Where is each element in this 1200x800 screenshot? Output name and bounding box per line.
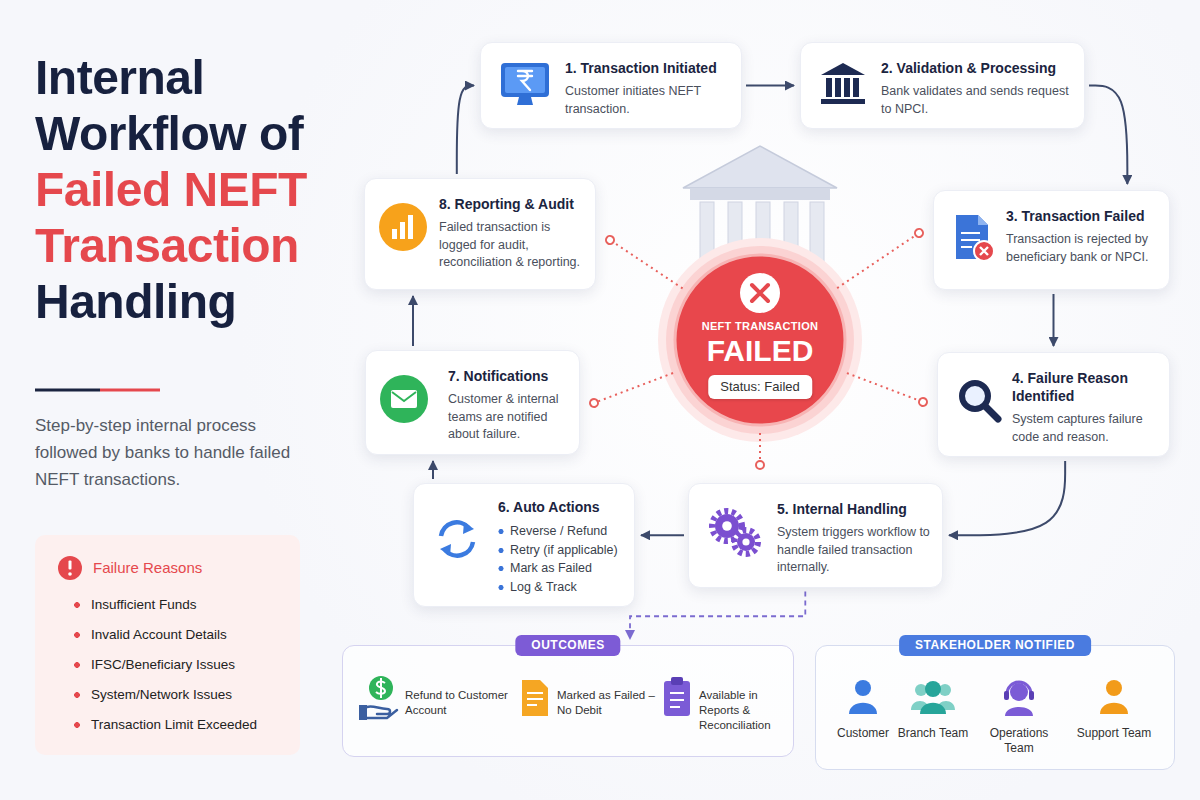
- alert-icon: [57, 555, 83, 581]
- monitor-icon: [499, 61, 551, 107]
- flow-arrow: [1053, 294, 1055, 346]
- box-heading: 3. Transaction Failed: [1006, 207, 1157, 225]
- box-heading: 4. Failure Reason Identified: [1012, 369, 1157, 405]
- action-item: Retry (if applicable): [498, 541, 624, 560]
- person-icon: [841, 676, 885, 718]
- box-body: Customer initiates NEFT transaction.: [565, 83, 731, 118]
- process-box: 4. Failure Reason IdentifiedSystem captu…: [937, 352, 1170, 457]
- magnifier-icon: [956, 377, 1004, 425]
- money-icon: [357, 674, 401, 722]
- circle-label: NEFT TRANSACTION: [673, 319, 847, 333]
- outcome-label: Refund to Customer Account: [405, 688, 513, 718]
- process-box: 5. Internal HandlingSystem triggers work…: [688, 483, 943, 588]
- headset-icon: [997, 676, 1041, 718]
- box-heading: 2. Validation & Processing: [881, 59, 1072, 77]
- box-body: System triggers workflow to handle faile…: [777, 524, 930, 577]
- box-body: Failed transaction is logged for audit, …: [439, 219, 585, 272]
- dotted-link: [594, 373, 673, 403]
- flow-arrow: [746, 85, 794, 87]
- status-pill: Status: Failed: [708, 375, 812, 399]
- process-box: 6. Auto ActionsReverse / RefundRetry (if…: [413, 483, 635, 607]
- gears-icon: [707, 504, 761, 558]
- box-heading: 6. Auto Actions: [498, 498, 624, 516]
- stakeholder-label: Operations Team: [977, 726, 1061, 756]
- flow-arrow: [457, 86, 474, 175]
- dotted-link: [847, 373, 923, 402]
- title-rule: [35, 389, 100, 392]
- orange-icon: [1092, 676, 1136, 718]
- panel-pill: OUTCOMES: [515, 635, 620, 656]
- dotted-link: [759, 433, 761, 465]
- flow-arrow: [432, 461, 434, 479]
- reason-item: Insufficient Funds: [73, 590, 300, 620]
- bank-icon: [819, 61, 867, 107]
- failure-circle: NEFT TRANSACTIONFAILED Status: Failed: [673, 253, 847, 427]
- flow-arrow: [641, 534, 684, 536]
- action-item: Reverse / Refund: [498, 522, 624, 541]
- process-box: 1. Transaction InitiatedCustomer initiat…: [480, 42, 742, 129]
- process-box: 3. Transaction FailedTransaction is reje…: [933, 190, 1170, 290]
- status-text: Status: Failed: [720, 378, 800, 396]
- panel-heading: Failure Reasons: [93, 556, 300, 580]
- process-box: 7. NotificationsCustomer & internal team…: [365, 350, 580, 455]
- group-icon: [911, 676, 955, 718]
- clip-icon: [661, 676, 693, 718]
- dotted-link: [837, 233, 919, 288]
- reason-item: System/Network Issues: [73, 680, 300, 710]
- reason-item: Invalid Account Details: [73, 620, 300, 650]
- box-heading: 5. Internal Handling: [777, 500, 930, 518]
- flow-arrow: [412, 296, 414, 346]
- stakeholders-panel: STAKEHOLDER NOTIFIEDCustomerBranch TeamO…: [815, 645, 1175, 770]
- panel-pill: STAKEHOLDER NOTIFIED: [899, 635, 1091, 656]
- outcomes-panel: OUTCOMESRefund to Customer AccountMarked…: [342, 645, 794, 757]
- flow-arrow: [1089, 86, 1127, 185]
- box-body: Transaction is rejected by beneficiary b…: [1006, 231, 1157, 266]
- process-box: 8. Reporting & AuditFailed transaction i…: [364, 178, 596, 290]
- reason-item: IFSC/Beneficiary Issues: [73, 650, 300, 680]
- reason-item: Transaction Limit Exceeded: [73, 710, 300, 740]
- box-body: System captures failure code and reason.: [1012, 411, 1157, 446]
- action-item: Log & Track: [498, 578, 624, 597]
- refresh-icon: [432, 514, 482, 564]
- process-box: 2. Validation & ProcessingBank validates…: [800, 42, 1085, 129]
- box-heading: 8. Reporting & Audit: [439, 195, 585, 213]
- outcome-label: Marked as Failed – No Debit: [557, 688, 657, 718]
- bars-icon: [377, 201, 429, 253]
- reasons-panel: Failure ReasonsInsufficient FundsInvalid…: [35, 535, 300, 755]
- title: Internal Workflow of Failed NEFT Transac…: [35, 50, 345, 330]
- dotted-link: [610, 240, 683, 288]
- odoc-icon: [519, 678, 551, 718]
- flow-arrow: [949, 461, 1065, 535]
- action-item: Mark as Failed: [498, 559, 624, 578]
- dashed-arrow: [630, 592, 805, 640]
- stakeholder-label: Branch Team: [891, 726, 975, 741]
- envelope-icon: [378, 373, 430, 425]
- stakeholder-label: Support Team: [1072, 726, 1156, 741]
- circle-status: FAILED: [673, 333, 847, 369]
- circle-halo-inner: [666, 246, 854, 434]
- caption: Step-by-step internal process followed b…: [35, 412, 300, 493]
- box-heading: 7. Notifications: [448, 367, 567, 385]
- circle-halo: [658, 238, 862, 442]
- title-rule-accent: [100, 389, 160, 392]
- docx-icon: [950, 213, 998, 263]
- box-body: Customer & internal teams are notified a…: [448, 391, 567, 444]
- outcome-label: Available in Reports & Reconciliation: [699, 688, 791, 733]
- box-body: Bank validates and sends request to NPCI…: [881, 83, 1072, 118]
- stakeholder-label: Customer: [821, 726, 905, 741]
- box-heading: 1. Transaction Initiated: [565, 59, 731, 77]
